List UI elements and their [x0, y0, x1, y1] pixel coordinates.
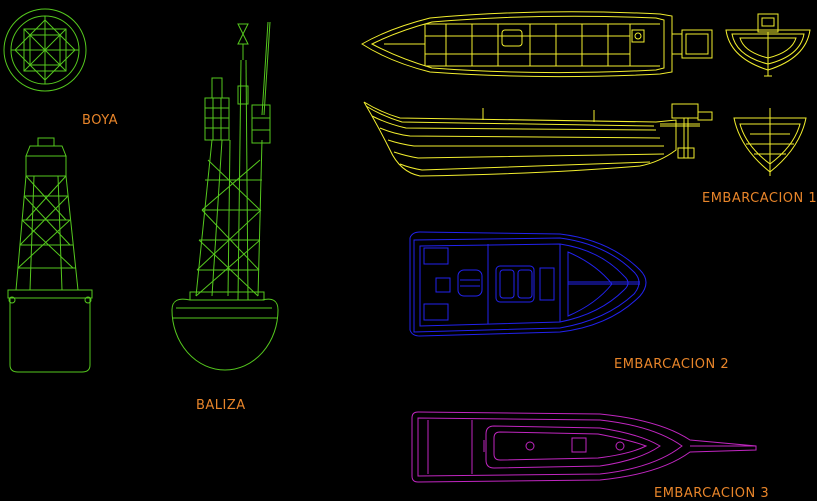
label-embarcacion-1: EMBARCACION 1	[702, 191, 817, 206]
embarcacion-1-plan	[361, 11, 713, 78]
label-baliza: BALIZA	[196, 398, 246, 413]
boya-elevation	[7, 137, 93, 373]
baliza-elevation	[171, 21, 279, 371]
embarcacion-1-stern-view	[725, 13, 811, 77]
boya-top-view	[3, 8, 87, 92]
embarcacion-1-section	[733, 108, 807, 176]
embarcacion-1-profile	[363, 101, 713, 177]
embarcacion-2-plan	[409, 231, 647, 337]
label-embarcacion-3: EMBARCACION 3	[654, 486, 770, 501]
label-boya: BOYA	[82, 113, 119, 128]
embarcacion-3-plan	[411, 411, 757, 483]
label-embarcacion-2: EMBARCACION 2	[614, 357, 730, 372]
